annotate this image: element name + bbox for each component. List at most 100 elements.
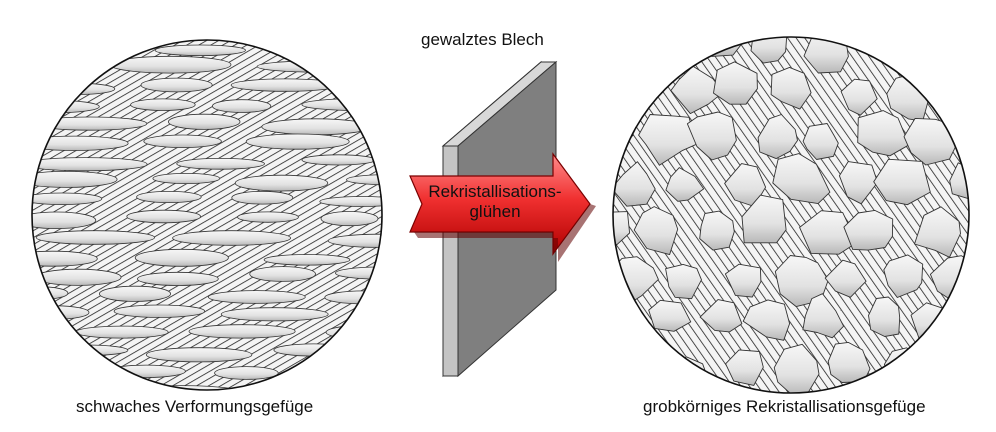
equiaxed-grain xyxy=(824,259,867,298)
elongated-grain xyxy=(263,254,351,266)
equiaxed-grain xyxy=(757,114,798,160)
elongated-grain xyxy=(152,172,221,184)
elongated-grain xyxy=(167,113,241,130)
elongated-grain xyxy=(35,230,156,245)
equiaxed-grain xyxy=(699,210,735,251)
equiaxed-grain xyxy=(665,263,702,300)
equiaxed-grain xyxy=(620,344,656,384)
elongated-grain xyxy=(245,133,350,150)
elongated-grain xyxy=(207,290,306,304)
elongated-grain xyxy=(256,60,380,73)
elongated-grain xyxy=(335,266,382,280)
elongated-grain xyxy=(32,211,97,230)
elongated-grain xyxy=(365,305,382,320)
equiaxed-grain xyxy=(613,161,656,207)
elongated-grain xyxy=(320,211,379,227)
elongated-grain xyxy=(32,327,61,344)
elongated-grain xyxy=(319,196,382,207)
elongated-grain xyxy=(176,158,265,170)
elongated-grain xyxy=(75,325,169,339)
elongated-grain xyxy=(34,40,130,53)
elongated-grain xyxy=(188,324,296,339)
elongated-grain xyxy=(145,347,253,363)
elongated-grain xyxy=(388,137,443,150)
sheet-label: gewalztes Blech xyxy=(421,30,544,49)
elongated-grain xyxy=(311,364,382,379)
equiaxed-grain xyxy=(857,110,910,157)
elongated-grain xyxy=(137,271,219,286)
equiaxed-grain xyxy=(910,37,962,65)
equiaxed-grain xyxy=(613,37,640,69)
elongated-grain xyxy=(348,383,382,390)
equiaxed-grain xyxy=(802,123,839,160)
elongated-grain xyxy=(234,174,329,192)
elongated-grain xyxy=(39,82,116,95)
arrow-label-line2: glühen xyxy=(469,202,521,221)
elongated-grain xyxy=(237,211,299,223)
elongated-grain xyxy=(143,134,222,149)
right-caption: grobkörniges Rekristallisationsgefüge xyxy=(643,397,926,416)
equiaxed-grain xyxy=(724,263,762,298)
equiaxed-grain xyxy=(613,211,631,246)
elongated-grain xyxy=(126,209,201,224)
elongated-grain xyxy=(136,190,202,203)
equiaxed-grain xyxy=(633,206,679,256)
elongated-grain xyxy=(356,82,382,95)
equiaxed-grain xyxy=(742,299,791,341)
elongated-grain xyxy=(32,286,69,300)
equiaxed-grain xyxy=(883,254,924,298)
elongated-grain xyxy=(32,250,98,267)
equiaxed-grain xyxy=(843,209,894,251)
recrystallized-structure-circle xyxy=(612,36,970,394)
elongated-grain xyxy=(140,77,213,93)
equiaxed-grain xyxy=(648,299,692,332)
equiaxed-grain xyxy=(773,343,820,393)
elongated-grain xyxy=(32,157,148,172)
equiaxed-grain xyxy=(713,61,758,105)
arrow-label: Rekristallisations- glühen xyxy=(410,182,580,222)
elongated-grain xyxy=(32,365,78,382)
equiaxed-grain xyxy=(868,296,901,337)
equiaxed-grain xyxy=(670,65,724,115)
equiaxed-grain xyxy=(725,349,764,386)
equiaxed-grain xyxy=(914,206,961,258)
elongated-grain xyxy=(249,266,316,282)
equiaxed-grain xyxy=(941,337,969,388)
equiaxed-grain xyxy=(741,194,787,244)
elongated-grain xyxy=(212,99,272,113)
elongated-grain xyxy=(130,98,196,111)
equiaxed-grain xyxy=(838,161,879,205)
equiaxed-grain xyxy=(750,37,788,64)
elongated-grain xyxy=(346,174,382,186)
elongated-grain xyxy=(154,44,246,57)
elongated-grain xyxy=(99,285,171,302)
elongated-grain xyxy=(113,304,206,318)
equiaxed-grain xyxy=(802,293,845,339)
equiaxed-grain xyxy=(770,66,812,110)
elongated-grain xyxy=(301,154,376,166)
equiaxed-grain xyxy=(686,111,737,161)
elongated-grain xyxy=(43,344,129,357)
elongated-grain xyxy=(32,135,129,151)
elongated-grain xyxy=(134,248,229,267)
elongated-grain xyxy=(301,98,382,112)
recrystallization-arrow xyxy=(409,152,596,262)
equiaxed-grain xyxy=(799,210,858,255)
elongated-grain xyxy=(32,192,103,206)
elongated-grain xyxy=(32,57,95,73)
elongated-grain xyxy=(325,323,382,342)
equiaxed-grain xyxy=(665,167,705,202)
equiaxed-grain xyxy=(645,37,679,63)
arrow-label-line1: Rekristallisations- xyxy=(428,182,562,201)
elongated-grain xyxy=(214,366,279,380)
equiaxed-grain xyxy=(883,347,924,390)
elongated-grain xyxy=(274,43,360,57)
equiaxed-grain xyxy=(939,69,969,106)
equiaxed-grain xyxy=(613,305,631,353)
elongated-grain xyxy=(32,305,90,320)
left-caption: schwaches Verformungsgefüge xyxy=(76,397,314,416)
elongated-grain xyxy=(172,230,292,246)
elongated-grain xyxy=(231,190,294,205)
equiaxed-grain xyxy=(873,158,931,206)
